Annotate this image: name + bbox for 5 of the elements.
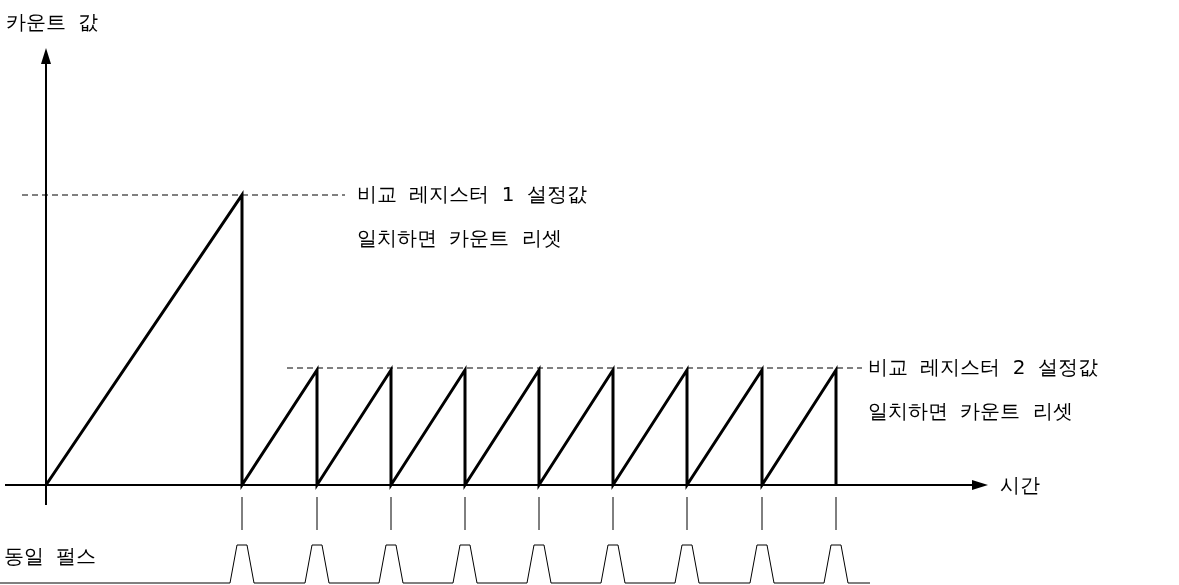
axis-label: 카운트 값	[6, 9, 99, 36]
note-text: 비교 레지스터 2 설정값 일치하면 카운트 리셋	[868, 354, 1098, 425]
signal-label: 동일 펄스	[4, 543, 97, 570]
axis-label: 시간	[1000, 472, 1040, 499]
note-text: 비교 레지스터 1 설정값 일치하면 카운트 리셋	[357, 181, 587, 252]
